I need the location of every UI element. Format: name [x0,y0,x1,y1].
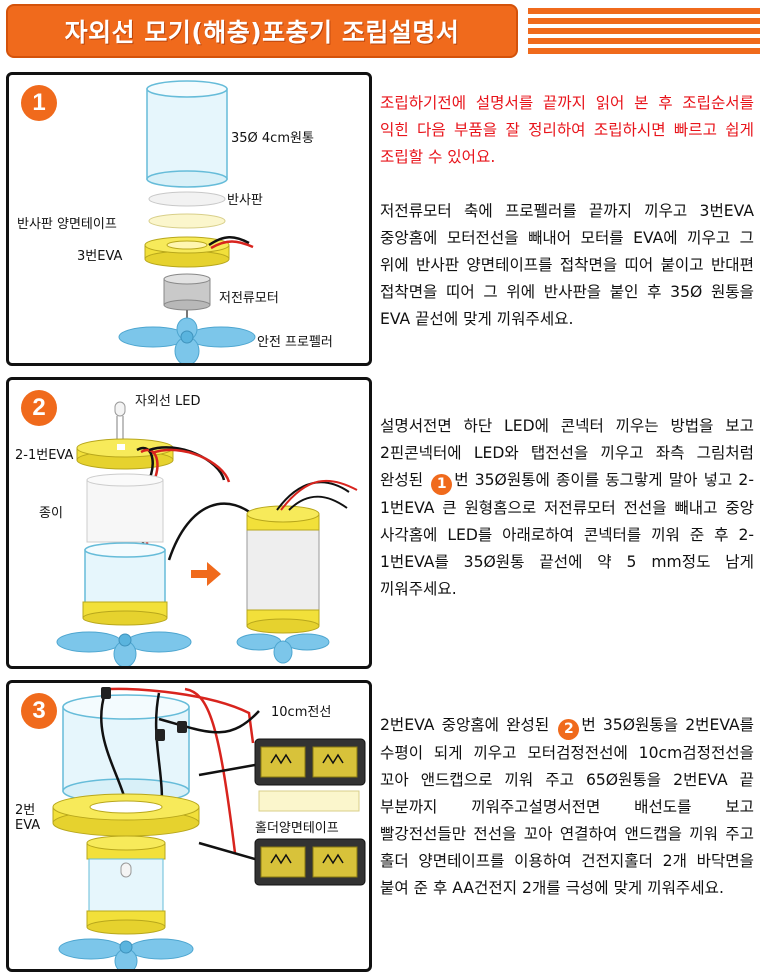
header-stripes [528,8,760,54]
step-ref-badge-2: 2 [558,719,580,740]
page-header: 자외선 모기(해충)포충기 조립설명서 [0,0,760,62]
title-banner: 자외선 모기(해충)포충기 조립설명서 [6,4,518,58]
step-2-text: 설명서전면 하단 LED에 콘넥터 끼우는 방법을 보고 2핀콘넥터에 LED와… [380,413,754,603]
label-paper: 종이 [39,506,63,521]
step-3-text-after: 번 35Ø원통을 2번EVA를 수평이 되게 끼우고 모터검정전선에 10cm검… [380,716,754,897]
label-reflector: 반사판 [227,193,263,208]
step-ref-badge-1: 1 [431,474,453,495]
step-number-1: 1 [21,85,57,121]
step-1-text: 저전류모터 축에 프로펠러를 끝까지 끼우고 3번EVA 중앙홈에 모터전선을 … [380,202,754,328]
intro-note: 조립하기전에 설명서를 끝까지 읽어 본 후 조립순서를 익힌 다음 부품을 잘… [380,94,754,166]
step-1-instructions: 조립하기전에 설명서를 끝까지 읽어 본 후 조립순서를 익힌 다음 부품을 잘… [380,90,754,333]
step-2-text-before: 설명서전면 하단 LED에 콘넥터 끼우는 방법을 보고 2핀콘넥터에 LED와… [380,417,754,489]
label-propeller: 안전 프로펠러 [257,335,333,350]
step-3-text-before: 2번EVA 중앙홈에 완성된 [380,716,550,734]
label-tube: 35Ø 4cm원통 [231,131,314,146]
step-2-text-after: 번 35Ø원통에 종이를 동그랗게 말아 넣고 2-1번EVA 큰 원형홈으로 … [380,471,754,598]
step-3-diagram [52,687,366,969]
step-2-illustration: 2 자외선 LED 2-1번EVA 종이 [6,377,372,669]
label-eva: 3번EVA [77,249,123,264]
label-motor: 저전류모터 [219,291,279,306]
step-number-3: 3 [21,693,57,729]
label-tape: 반사판 양면테이프 [17,217,117,232]
label-wire: 10cm전선 [271,705,332,720]
page-title: 자외선 모기(해충)포충기 조립설명서 [64,18,460,47]
label-eva: 2-1번EVA [15,448,74,463]
step-1-diagram [118,80,256,363]
label-led: 자외선 LED [135,394,201,409]
step-number-2: 2 [21,390,57,426]
label-eva: 2번 EVA [15,803,41,833]
step-1-illustration: 1 35Ø 4cm원통 반사판 반사판 양면테이프 3번EVA 저전류모터 안전… [6,72,372,366]
step-2-diagram [56,401,358,666]
step-2-instructions: 설명서전면 하단 LED에 콘넥터 끼우는 방법을 보고 2핀콘넥터에 LED와… [380,413,754,603]
label-holder-tape: 홀더양면테이프 [255,821,339,836]
step-3-illustration: 3 10cm전선 2번 EVA 홀더양면테이프 [6,680,372,972]
